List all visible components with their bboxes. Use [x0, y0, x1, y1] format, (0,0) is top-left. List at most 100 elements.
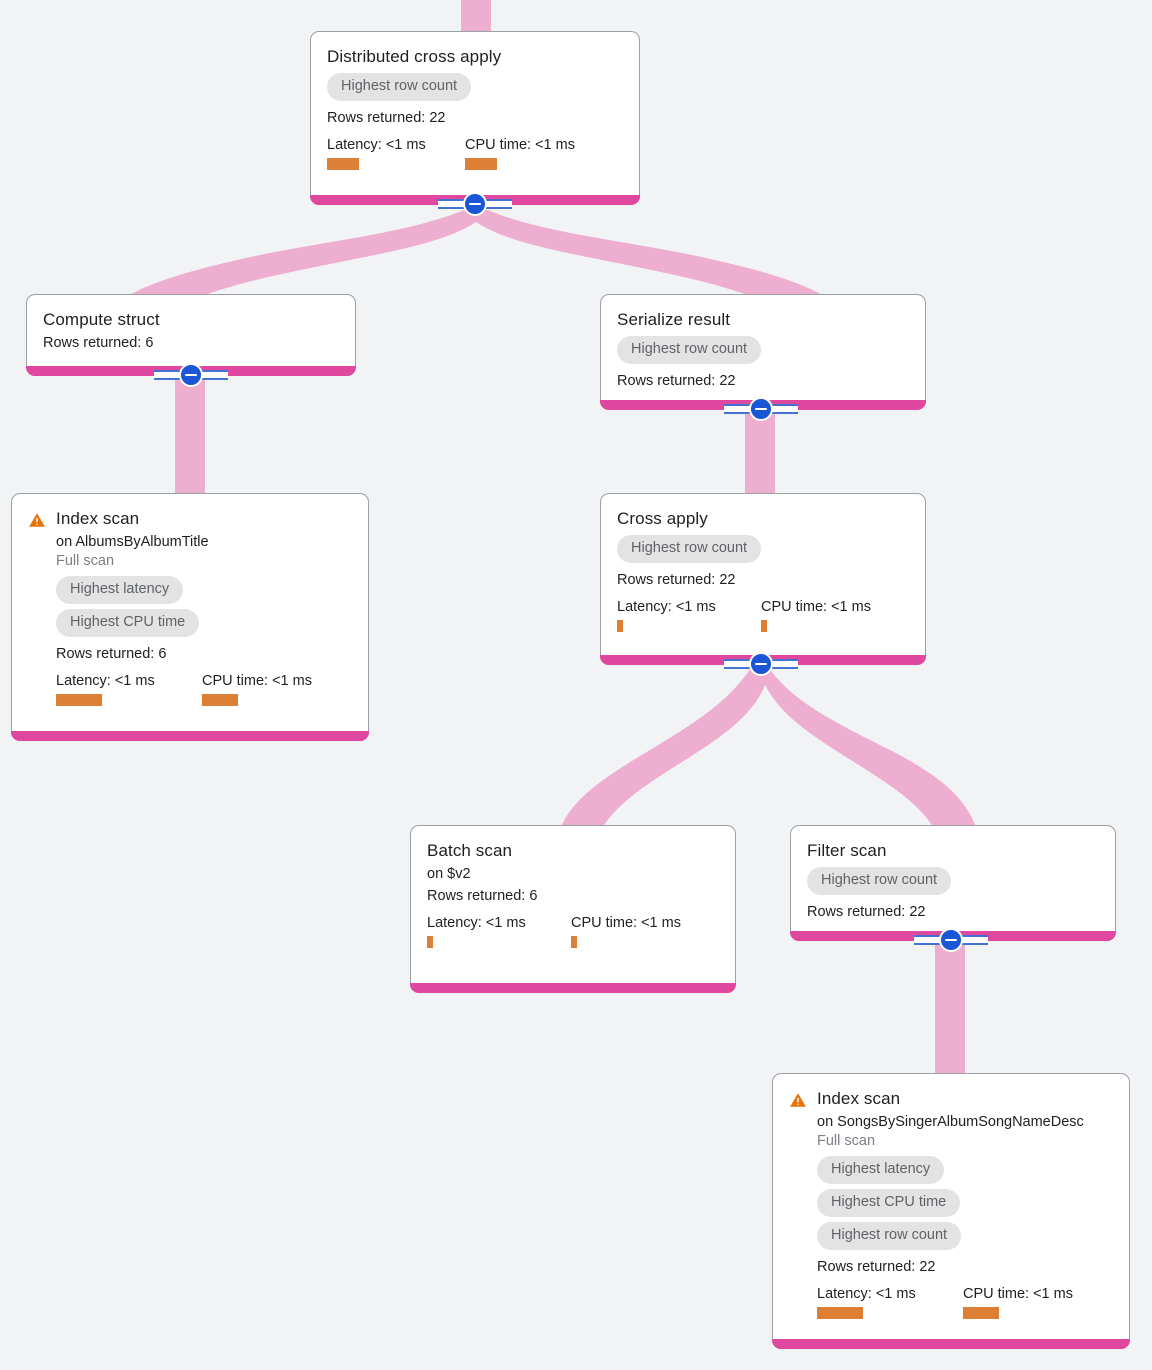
collapse-minus-icon[interactable]: [749, 397, 773, 421]
node-metrics: Latency: <1 ms CPU time: <1 ms: [56, 672, 352, 706]
node-title: Index scan: [56, 509, 140, 528]
node-rows-returned: Rows returned: 22: [617, 572, 736, 588]
node-title: Filter scan: [807, 841, 887, 860]
metric-cpu-bar: [571, 936, 577, 948]
node-title-block: Distributed cross apply: [327, 46, 623, 68]
chip-highest-row-count: Highest row count: [817, 1222, 962, 1250]
node-body: Index scan on AlbumsByAlbumTitle Full sc…: [12, 494, 368, 718]
edge-filter-scan-index-scan: [935, 945, 965, 1073]
edge-serialize-cross-apply: [745, 410, 775, 502]
collapse-minus-icon[interactable]: [179, 363, 203, 387]
node-chips: Highest latency Highest CPU time Highest…: [817, 1156, 1113, 1255]
plan-node-index-scan-songs[interactable]: Index scan on SongsBySingerAlbumSongName…: [772, 1073, 1130, 1349]
plan-node-index-scan-albums[interactable]: Index scan on AlbumsByAlbumTitle Full sc…: [11, 493, 369, 741]
metric-cpu-label: CPU time: <1 ms: [202, 673, 312, 689]
collapse-rail-right: [484, 199, 512, 209]
node-rows-returned: Rows returned: 22: [617, 373, 736, 389]
plan-node-filter-scan[interactable]: Filter scan Highest row count Rows retur…: [790, 825, 1116, 952]
node-rows-returned: Rows returned: 22: [327, 110, 446, 126]
chip-highest-row-count: Highest row count: [327, 73, 472, 101]
plan-node-cross-apply[interactable]: Cross apply Highest row count Rows retur…: [600, 493, 926, 676]
collapse-rail-left: [724, 404, 752, 414]
metric-cpu-time: CPU time: <1 ms: [571, 914, 681, 948]
collapse-toggle-cross-apply[interactable]: [724, 652, 798, 676]
node-metrics: Latency: <1 ms CPU time: <1 ms: [617, 598, 909, 632]
chip-highest-cpu-time: Highest CPU time: [56, 609, 200, 637]
node-chips: Highest row count: [807, 867, 1099, 900]
plan-node-compute-struct[interactable]: Compute struct Rows returned: 6: [26, 294, 356, 387]
metric-latency-label: Latency: <1 ms: [427, 915, 526, 931]
node-body: Cross apply Highest row count Rows retur…: [601, 494, 925, 644]
metric-latency-bar: [56, 694, 102, 706]
node-subtitle-target: on $v2: [427, 866, 471, 882]
node-metrics: Latency: <1 ms CPU time: <1 ms: [327, 136, 623, 170]
node-title: Distributed cross apply: [327, 47, 502, 66]
node-metrics: Latency: <1 ms CPU time: <1 ms: [817, 1285, 1113, 1319]
node-header: Distributed cross apply: [327, 46, 623, 68]
collapse-minus-icon[interactable]: [749, 652, 773, 676]
plan-node-batch-scan[interactable]: Batch scan on $v2 Rows returned: 6 Laten…: [410, 825, 736, 993]
collapse-rail-left: [438, 199, 466, 209]
node-subtitle-scantype: Full scan: [56, 553, 115, 569]
node-title: Compute struct: [43, 310, 160, 329]
metric-latency-bar: [617, 620, 623, 632]
node-title-block: Index scan on AlbumsByAlbumTitle Full sc…: [56, 508, 352, 706]
metric-cpu-time: CPU time: <1 ms: [761, 598, 871, 632]
plan-node-serialize-result[interactable]: Serialize result Highest row count Rows …: [600, 294, 926, 421]
collapse-toggle-filter-scan[interactable]: [914, 928, 988, 952]
chip-highest-row-count: Highest row count: [807, 867, 952, 895]
warning-icon: [29, 513, 45, 527]
node-title: Index scan: [817, 1089, 901, 1108]
chip-highest-cpu-time: Highest CPU time: [817, 1189, 961, 1217]
collapse-rail-left: [724, 659, 752, 669]
node-title: Batch scan: [427, 841, 513, 860]
node-body: Index scan on SongsBySingerAlbumSongName…: [773, 1074, 1129, 1331]
metric-latency: Latency: <1 ms: [427, 914, 571, 948]
edge-root-trunk: [461, 0, 491, 34]
edge-ribbon-right: [471, 206, 842, 300]
metric-cpu-bar: [963, 1307, 999, 1319]
metric-cpu-label: CPU time: <1 ms: [571, 915, 681, 931]
node-title: Serialize result: [617, 310, 731, 329]
collapse-toggle-compute-struct[interactable]: [154, 363, 228, 387]
edge-compute-struct-index-scan: [175, 380, 205, 502]
metric-cpu-label: CPU time: <1 ms: [761, 599, 871, 615]
collapse-rail-right: [960, 935, 988, 945]
node-rows-returned: Rows returned: 22: [807, 904, 926, 920]
metric-cpu-bar: [465, 158, 497, 170]
metric-cpu-time: CPU time: <1 ms: [465, 136, 575, 170]
metric-cpu-bar: [202, 694, 238, 706]
edge-ribbon-left: [110, 206, 481, 300]
metric-latency: Latency: <1 ms: [817, 1285, 963, 1319]
metric-latency: Latency: <1 ms: [56, 672, 202, 706]
node-body: Serialize result Highest row count Rows …: [601, 295, 925, 403]
node-title-block: Index scan on SongsBySingerAlbumSongName…: [817, 1088, 1113, 1319]
collapse-rail-right: [770, 404, 798, 414]
metric-latency-label: Latency: <1 ms: [56, 673, 155, 689]
collapse-minus-icon[interactable]: [463, 192, 487, 216]
metric-latency-label: Latency: <1 ms: [617, 599, 716, 615]
node-subtitle-target: on AlbumsByAlbumTitle: [56, 534, 209, 550]
metric-latency-label: Latency: <1 ms: [817, 1286, 916, 1302]
metric-cpu-time: CPU time: <1 ms: [202, 672, 312, 706]
node-accent-bar: [410, 983, 736, 993]
node-subtitle-target: on SongsBySingerAlbumSongNameDesc: [817, 1114, 1084, 1130]
metric-cpu-bar: [761, 620, 767, 632]
collapse-toggle-serialize-result[interactable]: [724, 397, 798, 421]
node-title: Cross apply: [617, 509, 708, 528]
node-body: Compute struct Rows returned: 6: [27, 295, 355, 365]
node-rows-returned: Rows returned: 22: [817, 1259, 936, 1275]
plan-node-distributed-cross-apply[interactable]: Distributed cross apply Highest row coun…: [310, 31, 640, 216]
node-rows-returned: Rows returned: 6: [56, 646, 167, 662]
node-metrics: Latency: <1 ms CPU time: <1 ms: [427, 914, 719, 948]
chip-highest-row-count: Highest row count: [617, 336, 762, 364]
edge-cross-apply-filter-scan: [762, 665, 980, 842]
node-chips: Highest row count: [327, 73, 623, 106]
collapse-minus-icon[interactable]: [939, 928, 963, 952]
collapse-toggle-distributed-cross-apply[interactable]: [438, 192, 512, 216]
node-header: Index scan on AlbumsByAlbumTitle Full sc…: [28, 508, 352, 706]
metric-cpu-time: CPU time: <1 ms: [963, 1285, 1073, 1319]
node-chips: Highest row count: [617, 535, 909, 568]
node-accent-bar: [772, 1339, 1130, 1349]
node-rows-returned: Rows returned: 6: [43, 335, 154, 351]
